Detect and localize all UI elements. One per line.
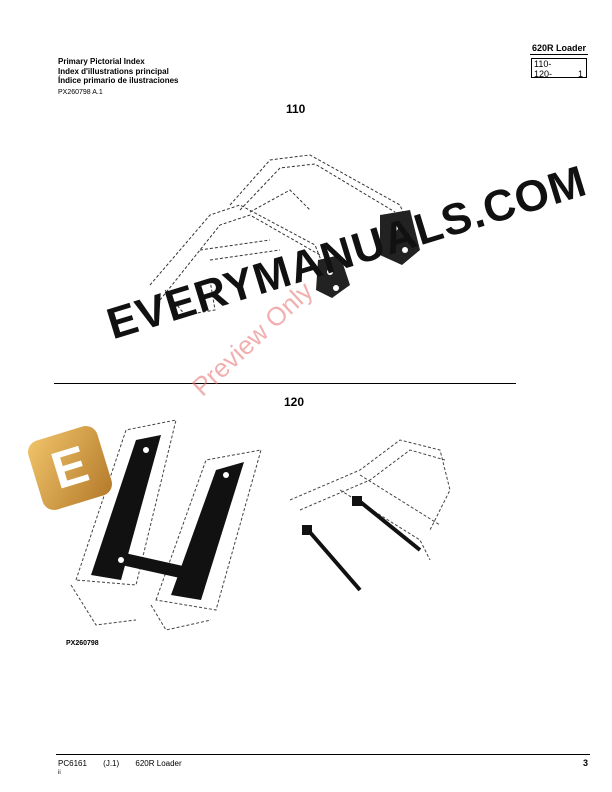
- figure-id: PX260798 A.1: [58, 89, 103, 96]
- index-row: 120- 1: [534, 69, 586, 79]
- section-label-110: 110: [286, 102, 306, 116]
- figure-tag: PX260798: [66, 640, 99, 647]
- index-page: 1: [577, 69, 583, 79]
- footer-rule: [56, 754, 590, 755]
- index-titles: Primary Pictorial Index Index d'illustra…: [58, 57, 178, 86]
- title-french: Index d'illustrations principal: [58, 66, 169, 76]
- title-english: Primary Pictorial Index: [58, 57, 145, 66]
- title-spanish: Índice primario de ilustraciones: [58, 76, 179, 85]
- footer-rev: (J.1): [103, 759, 120, 768]
- footer: PC6161 (J.1) 620R Loader: [58, 759, 196, 768]
- section-label-120: 120: [284, 395, 305, 409]
- index-row: 110-: [534, 59, 586, 69]
- page-number: 3: [582, 758, 588, 768]
- footer-doc: PC6161: [58, 759, 87, 768]
- header-rule: [530, 54, 588, 55]
- section-divider: [54, 383, 516, 384]
- loader-frame-illustration-120: [70, 419, 262, 631]
- model-title: 620R Loader: [531, 43, 586, 53]
- index-code: 110-: [534, 59, 552, 69]
- roman-page: ii: [58, 770, 61, 776]
- footer-model: 620R Loader: [135, 759, 182, 768]
- index-code: 120-: [534, 69, 553, 79]
- loader-arms-illustration-120: [289, 439, 451, 592]
- loader-illustration-110: [149, 154, 420, 316]
- index-box: 110- 120- 1: [531, 58, 587, 79]
